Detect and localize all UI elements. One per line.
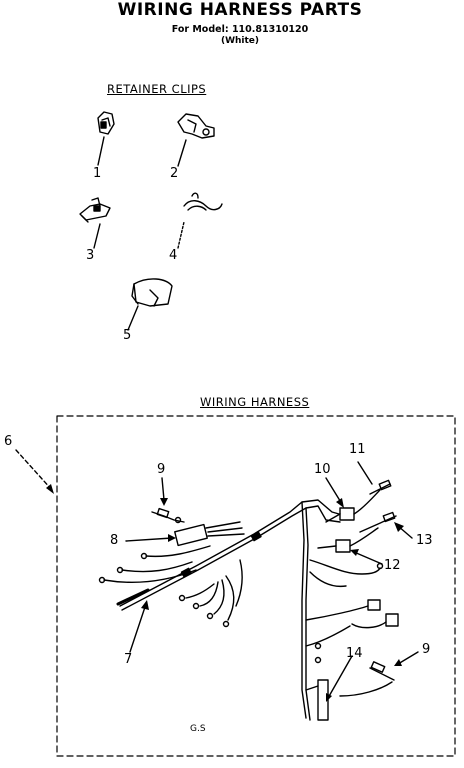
drawing-code: G.S bbox=[190, 724, 206, 734]
retainer-clip-2 bbox=[177, 113, 215, 167]
callout-8: 8 bbox=[110, 533, 119, 548]
callout-9-right: 9 bbox=[422, 642, 431, 657]
callout-3: 3 bbox=[86, 248, 95, 263]
callout-5: 5 bbox=[123, 328, 132, 343]
page-title: WIRING HARNESS PARTS bbox=[117, 0, 363, 20]
callout-10: 10 bbox=[314, 462, 331, 477]
callout-6: 6 bbox=[4, 434, 13, 449]
color-variant: (White) bbox=[220, 36, 260, 46]
callout-1: 1 bbox=[93, 166, 102, 181]
callout-7: 7 bbox=[124, 652, 133, 667]
retainer-clip-5 bbox=[127, 278, 173, 331]
callout-14: 14 bbox=[346, 646, 363, 661]
harness-kit-boundary bbox=[56, 415, 456, 757]
model-number: For Model: 110.81310120 bbox=[171, 24, 309, 35]
callout-12: 12 bbox=[384, 558, 401, 573]
wiring-harness-assembly bbox=[98, 479, 399, 721]
callout-4: 4 bbox=[169, 248, 178, 263]
section-heading-wiring-harness: WIRING HARNESS bbox=[200, 395, 310, 409]
callout-13: 13 bbox=[416, 533, 433, 548]
callout-9-left: 9 bbox=[157, 462, 166, 477]
callout-11: 11 bbox=[349, 442, 366, 457]
retainer-clip-3 bbox=[79, 197, 111, 249]
retainer-clip-4 bbox=[177, 192, 223, 249]
callout-2: 2 bbox=[170, 166, 179, 181]
retainer-clip-1 bbox=[97, 111, 115, 166]
section-heading-retainer-clips: RETAINER CLIPS bbox=[107, 82, 207, 96]
